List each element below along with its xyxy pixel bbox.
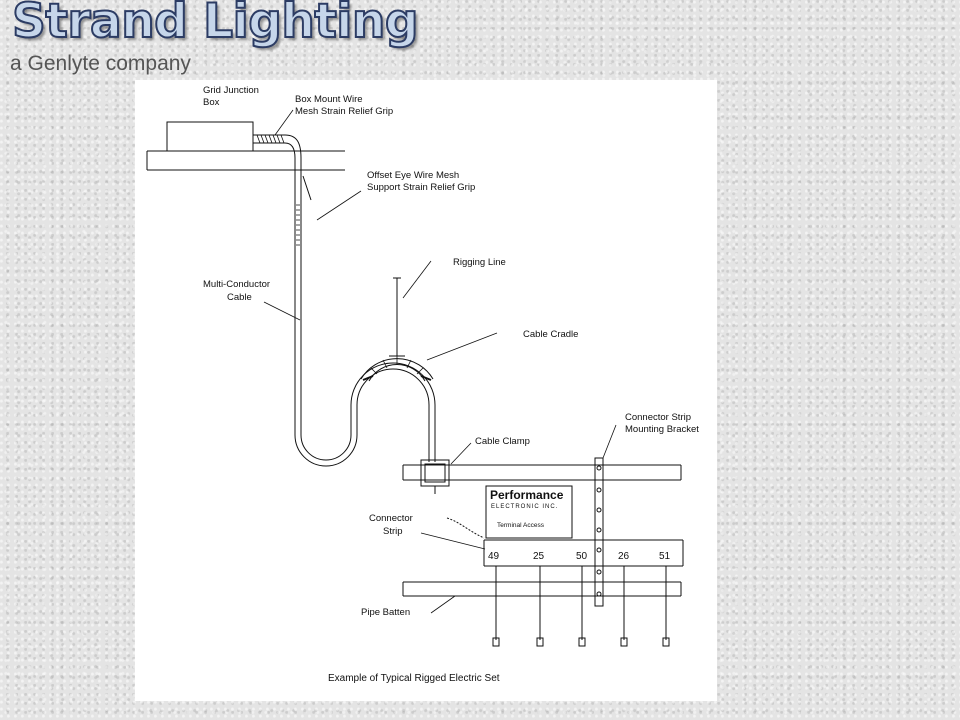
- circuit-number: 49: [488, 551, 500, 562]
- grid-junction-box: [166, 121, 254, 152]
- box-mount-mesh-grip: [253, 134, 285, 144]
- cable-cradle: [360, 356, 434, 382]
- label-offset-eye-2: Support Strain Relief Grip: [367, 182, 475, 193]
- label-multi-conductor: Multi-Conductor: [203, 279, 270, 290]
- pipe-batten: [402, 581, 682, 597]
- strand-lighting-logo: Strand Lighting a Genlyte company: [10, 0, 420, 80]
- grid-beam: [146, 150, 345, 171]
- label-offset-eye: Offset Eye Wire Mesh: [367, 170, 459, 181]
- label-grid-junction: Grid Junction: [203, 85, 259, 96]
- circuit-number: 50: [576, 551, 588, 562]
- label-grid-junction-2: Box: [203, 97, 220, 108]
- offset-eye-support-grip: [296, 175, 312, 246]
- connector-strip: [446, 485, 684, 567]
- label-box-mount-2: Mesh Strain Relief Grip: [295, 106, 393, 117]
- label-cable-cradle: Cable Cradle: [523, 329, 578, 340]
- panel-brand: Performance: [490, 488, 564, 502]
- circuit-number: 25: [533, 551, 545, 562]
- label-box-mount: Box Mount Wire: [295, 94, 363, 105]
- label-pipe-batten: Pipe Batten: [361, 607, 410, 618]
- logo-title: Strand Lighting: [11, 0, 420, 50]
- rigged-electric-set-drawing: Grid Junction Box Box Mount Wire Mesh St…: [135, 80, 717, 701]
- panel-terminal-access: Terminal Access: [497, 522, 545, 529]
- diagram-svg: Grid Junction Box Box Mount Wire Mesh St…: [146, 85, 699, 684]
- panel-brand-sub: ELECTRONIC INC.: [491, 504, 558, 510]
- label-rigging-line: Rigging Line: [453, 257, 506, 268]
- label-connector-bracket-2: Mounting Bracket: [625, 424, 699, 435]
- upper-pipe: [402, 464, 682, 481]
- label-connector-strip: Connector: [369, 513, 413, 524]
- connector-strip-mounting-bracket: [594, 457, 604, 607]
- leader-lines: [263, 109, 617, 614]
- label-multi-conductor-2: Cable: [227, 292, 252, 303]
- label-connector-strip-2: Strip: [383, 526, 403, 537]
- circuit-number: 51: [659, 551, 671, 562]
- logo-subtitle: a Genlyte company: [10, 52, 191, 75]
- rigging-line: [389, 277, 405, 357]
- circuit-number: 26: [618, 551, 630, 562]
- multi-conductor-cable: [284, 134, 436, 467]
- pigtail-cables: [492, 566, 670, 647]
- diagram-caption: Example of Typical Rigged Electric Set: [328, 673, 500, 684]
- label-cable-clamp: Cable Clamp: [475, 436, 530, 447]
- label-connector-bracket: Connector Strip: [625, 412, 691, 423]
